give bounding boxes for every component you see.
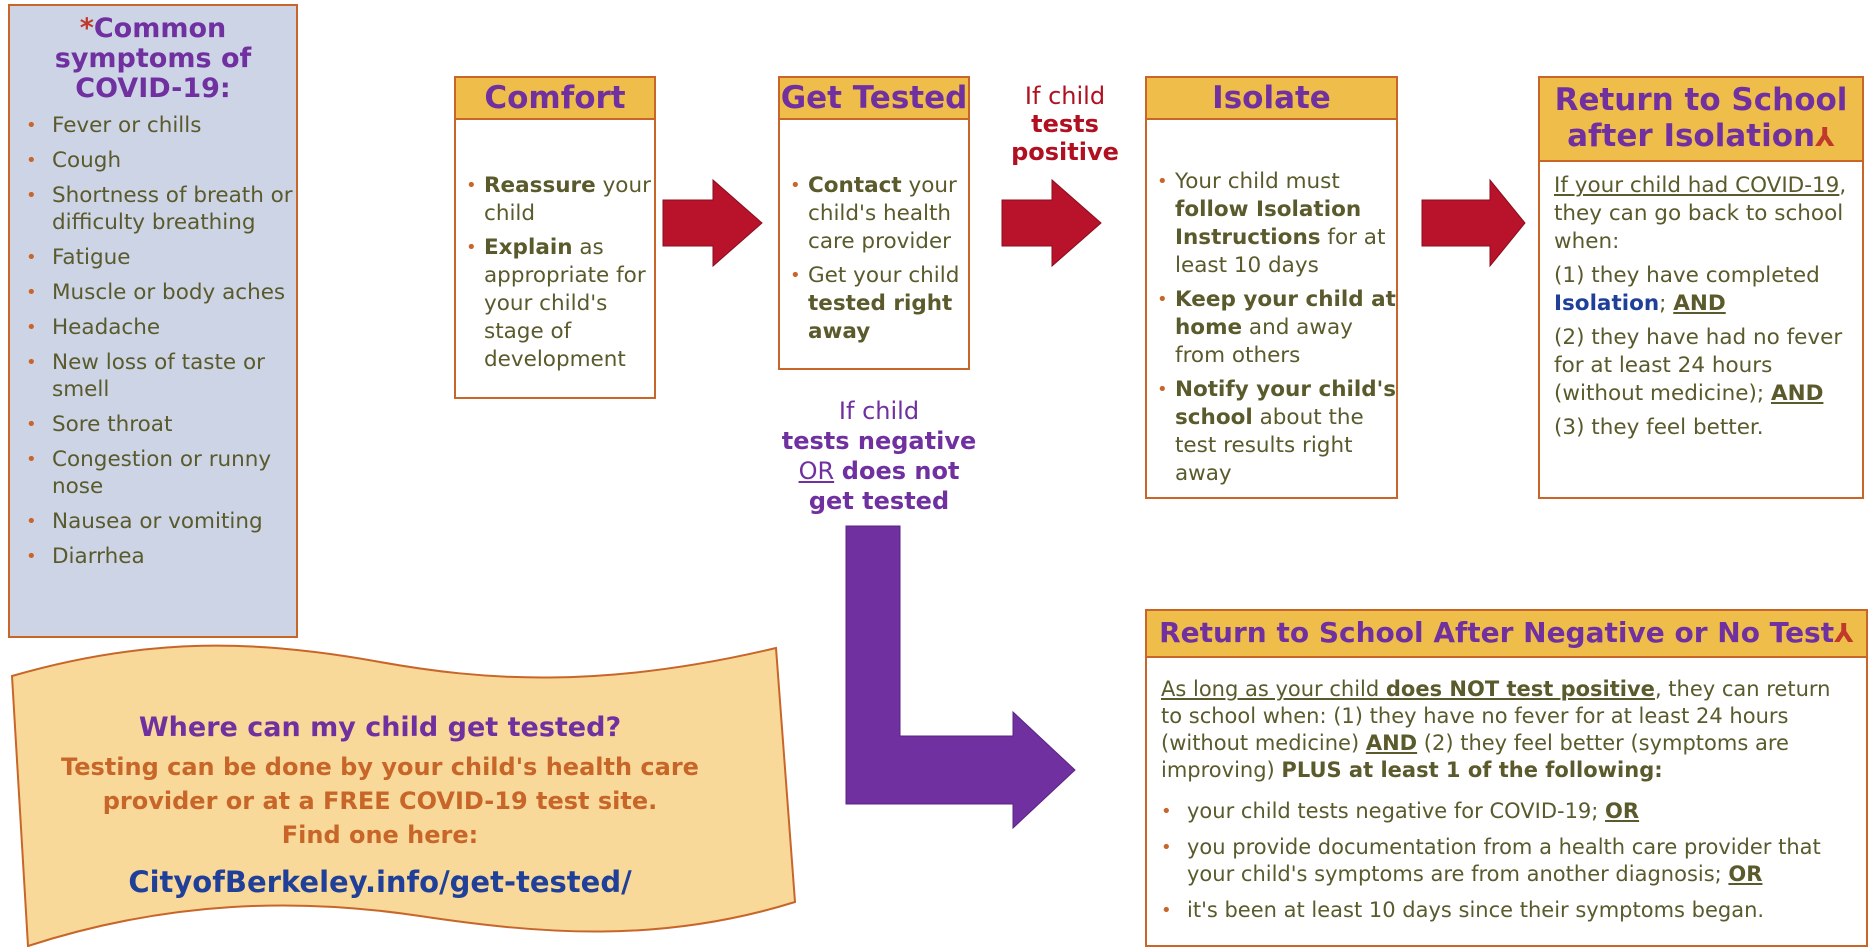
get-tested-title: Get Tested xyxy=(780,78,968,120)
symptom-item: Fever or chills xyxy=(26,112,296,139)
symptom-item: Diarrhea xyxy=(26,543,296,570)
negative-item: you provide documentation from a health … xyxy=(1161,834,1852,888)
arrow-comfort-to-tested xyxy=(662,178,763,268)
isolate-list: Your child must follow Isolation Instruc… xyxy=(1147,120,1396,488)
symptom-item: New loss of taste or smell xyxy=(26,349,296,403)
testing-scroll-banner xyxy=(10,644,797,947)
arrow-negative-path xyxy=(845,525,1076,830)
isolate-item-notify: Notify your child's school about the tes… xyxy=(1147,376,1396,488)
return-after-isolation-body: If your child had COVID-19, they can go … xyxy=(1540,162,1862,458)
testing-question: Where can my child get tested? xyxy=(138,712,622,743)
negative-label-line3: OR does not get tested xyxy=(798,457,960,515)
asterisk: * xyxy=(79,13,94,44)
return-after-negative-box: Return to School After Negative or No Te… xyxy=(1145,609,1868,947)
symptom-item: Congestion or runny nose xyxy=(26,446,296,500)
symptom-item: Muscle or body aches xyxy=(26,279,296,306)
negative-label-bold1: tests negative xyxy=(781,427,977,455)
symptoms-panel: *Common symptoms of COVID-19: Fever or c… xyxy=(8,4,298,638)
return-condition-3: (3) they feel better. xyxy=(1554,415,1764,440)
negative-label: If child tests negative OR does not get … xyxy=(774,396,984,516)
comfort-item-explain: Explain as appropriate for your child's … xyxy=(456,234,654,374)
comfort-list: Reassure your child Explain as appropria… xyxy=(456,120,654,374)
symptom-item: Nausea or vomiting xyxy=(26,508,296,535)
isolation-instructions-link[interactable]: Isolation Instructions xyxy=(1175,197,1362,250)
return-after-negative-body: As long as your child does NOT test posi… xyxy=(1147,658,1866,924)
isolate-title: Isolate xyxy=(1147,78,1396,120)
return-after-isolation-title: Return to School after Isolation⅄ xyxy=(1540,78,1862,162)
isolate-box: Isolate Your child must follow Isolation… xyxy=(1145,76,1398,499)
symptoms-title-text: Common symptoms of COVID-19: xyxy=(54,13,252,104)
caret-icon: ⅄ xyxy=(1815,123,1835,153)
comfort-item-reassure: Reassure your child xyxy=(456,172,654,228)
comfort-title: Comfort xyxy=(456,78,654,120)
return-after-isolation-box: Return to School after Isolation⅄ If you… xyxy=(1538,76,1864,499)
caret-icon: ⅄ xyxy=(1834,619,1854,649)
return-condition-2: (2) they have had no fever for at least … xyxy=(1554,325,1843,406)
get-tested-box: Get Tested Contact your child's health c… xyxy=(778,76,970,370)
symptom-item: Cough xyxy=(26,147,296,174)
isolate-item-instructions: Your child must follow Isolation Instruc… xyxy=(1147,168,1396,280)
tested-item-get-tested: Get your child tested right away xyxy=(780,262,968,346)
symptom-item: Headache xyxy=(26,314,296,341)
return-negative-intro: As long as your child does NOT test posi… xyxy=(1161,677,1831,782)
testing-info: Where can my child get tested? Testing c… xyxy=(50,710,710,902)
isolation-link[interactable]: Isolation xyxy=(1554,291,1660,316)
positive-label-pre: If child xyxy=(1024,82,1106,110)
return-intro: If your child had COVID-19, they can go … xyxy=(1554,173,1847,254)
arrow-isolate-to-return xyxy=(1421,178,1526,268)
negative-item: it's been at least 10 days since their s… xyxy=(1161,897,1852,924)
return-condition-1: (1) they have completed Isolation; AND xyxy=(1554,263,1820,316)
comfort-box: Comfort Reassure your child Explain as a… xyxy=(454,76,656,399)
symptoms-title: *Common symptoms of COVID-19: xyxy=(30,14,276,104)
symptom-item: Fatigue xyxy=(26,244,296,271)
negative-label-pre: If child xyxy=(838,397,920,425)
testing-find: Find one here: xyxy=(281,821,479,849)
arrow-tested-to-isolate xyxy=(1001,178,1102,268)
positive-label: If child tests positive xyxy=(1005,82,1125,166)
isolate-item-home: Keep your child at home and away from ot… xyxy=(1147,286,1396,370)
testing-text: Testing can be done by your child's heal… xyxy=(61,753,699,815)
symptom-item: Shortness of breath or difficulty breath… xyxy=(26,182,296,236)
get-tested-list: Contact your child's health care provide… xyxy=(780,120,968,346)
return-after-negative-title: Return to School After Negative or No Te… xyxy=(1147,611,1866,658)
get-tested-link[interactable]: CityofBerkeley.info/get-tested/ xyxy=(128,865,632,899)
positive-label-bold: tests positive xyxy=(1011,110,1119,166)
return-negative-list: your child tests negative for COVID-19; … xyxy=(1161,798,1852,924)
tested-item-contact: Contact your child's health care provide… xyxy=(780,172,968,256)
negative-item: your child tests negative for COVID-19; … xyxy=(1161,798,1852,825)
symptom-item: Sore throat xyxy=(26,411,296,438)
symptoms-list: Fever or chills Cough Shortness of breat… xyxy=(10,112,296,570)
